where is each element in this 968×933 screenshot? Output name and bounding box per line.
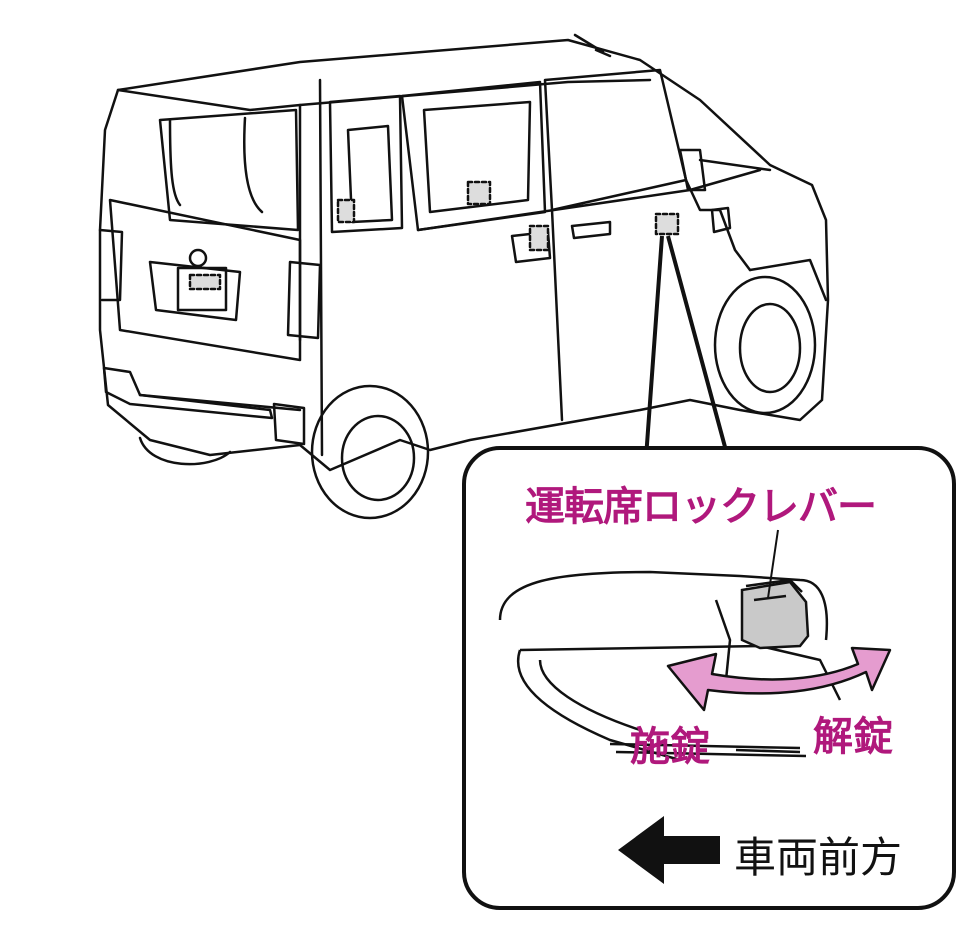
lever-title-label: 運転席ロックレバー — [525, 484, 877, 530]
lock-label: 施錠 — [630, 724, 710, 770]
title-leader — [767, 529, 779, 599]
dashed-lock-marker-icon — [188, 180, 680, 291]
unlock-label: 解錠 — [813, 714, 893, 760]
arrow-left-icon — [618, 816, 720, 884]
callout-leader — [644, 235, 730, 459]
van-illustration — [98, 33, 830, 520]
lock-lever — [740, 578, 810, 650]
vehicle-front-label: 車両前方 — [734, 833, 903, 882]
double-arrow-icon — [666, 646, 892, 712]
door-handle-detail — [498, 570, 842, 762]
